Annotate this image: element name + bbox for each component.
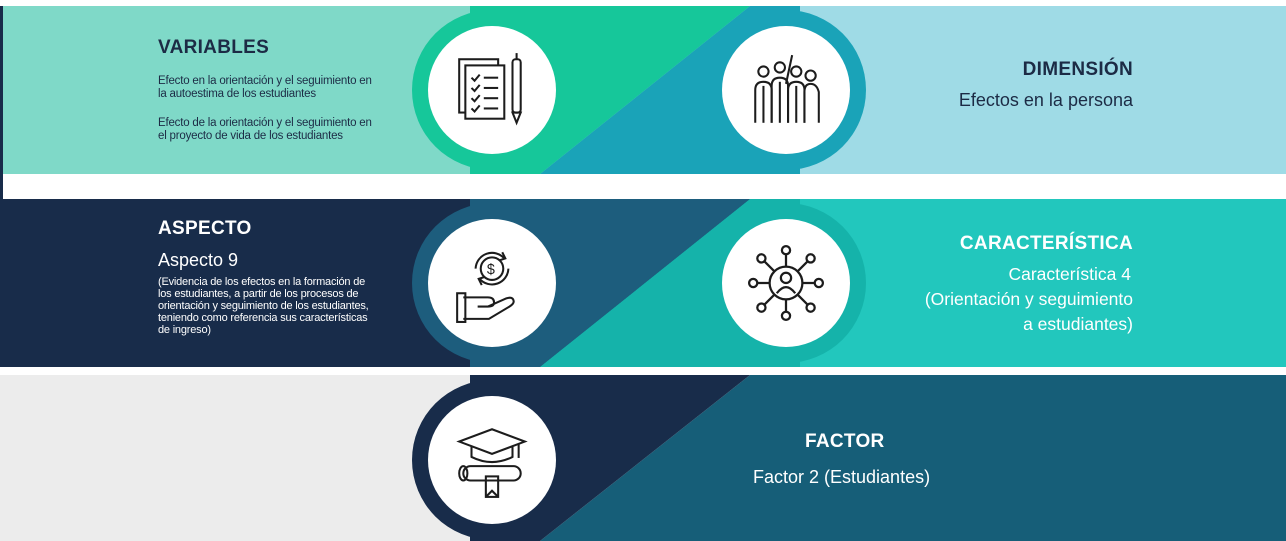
variables-item2-line2: el proyecto de vida de los estudiantes	[158, 130, 343, 142]
svg-text:$: $	[487, 262, 495, 278]
variables-icon-disc	[428, 26, 556, 154]
document-checklist-pen-icon	[458, 53, 523, 126]
graduation-cap-diploma-icon	[456, 428, 528, 498]
aspecto-desc-line2: los estudiantes, a partir de los proceso…	[158, 288, 359, 300]
caracteristica-line1: Característica 4	[1008, 264, 1131, 284]
dimension-value: Efectos en la persona	[958, 90, 1133, 110]
variables-item2-line1: Efecto de la orientación y el seguimient…	[158, 117, 372, 129]
network-person-icon	[747, 244, 825, 322]
caracteristica-line3: a estudiantes)	[1023, 314, 1133, 334]
caracteristica-wedge	[540, 199, 800, 367]
variables-title: VARIABLES	[158, 37, 270, 58]
aspecto-desc-line1: (Evidencia de los efectos en la formació…	[158, 276, 366, 288]
factor-band	[540, 375, 1286, 541]
aspecto-desc-line4: teniendo como referencia sus característ…	[158, 312, 368, 324]
dimension-wedge	[540, 6, 800, 174]
hand-money-cycle-icon: $	[456, 251, 515, 323]
aspecto-desc-line3: orientación y seguimiento de los estudia…	[158, 300, 369, 312]
caracteristica-title: CARACTERÍSTICA	[959, 233, 1133, 254]
caracteristica-icon-disc	[722, 219, 850, 347]
aspecto-title: ASPECTO	[158, 218, 252, 239]
factor-title: FACTOR	[805, 431, 885, 452]
factor-value: Factor 2 (Estudiantes)	[753, 467, 931, 487]
factor-icon-disc	[428, 396, 556, 524]
people-group-icon	[754, 54, 820, 123]
aspecto-desc-line5: de ingreso)	[158, 324, 211, 336]
variables-item1-line2: la autoestima de los estudiantes	[158, 88, 316, 100]
variables-item1-line1: Efecto en la orientación y el seguimient…	[158, 75, 372, 87]
aspecto-icon-disc: $	[428, 219, 556, 347]
dimension-icon-disc	[722, 26, 850, 154]
left-accent-line	[0, 6, 3, 367]
caracteristica-line2: (Orientación y seguimiento	[924, 289, 1133, 309]
aspecto-value: Aspecto 9	[158, 250, 239, 270]
dimension-title: DIMENSIÓN	[1022, 59, 1133, 80]
